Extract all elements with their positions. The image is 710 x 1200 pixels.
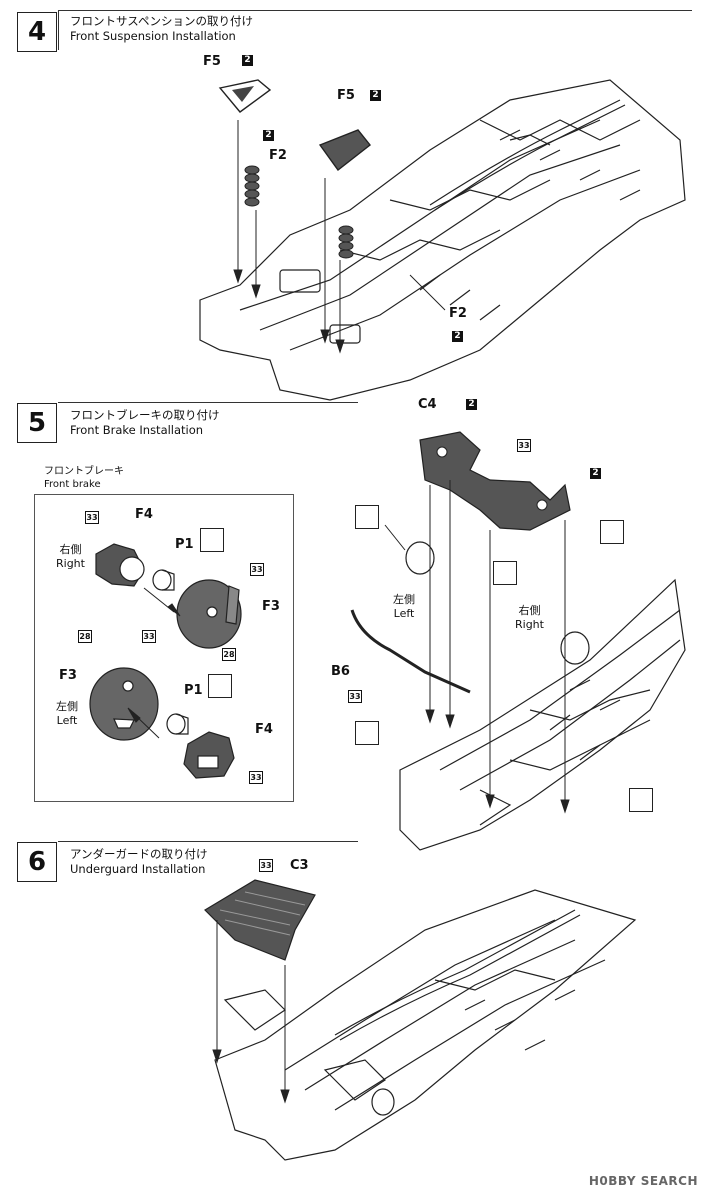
step-5-number: 5 bbox=[17, 403, 57, 443]
inset-title-jp: フロントブレーキ bbox=[44, 466, 124, 477]
step5-c4-tag: 2 bbox=[466, 399, 477, 410]
step4-f2-right-tag: 2 bbox=[452, 331, 463, 342]
step5-c4-label: C4 bbox=[418, 397, 437, 412]
inset-left-jp: 左側 bbox=[56, 700, 78, 713]
step4-f2-left-label: F2 bbox=[269, 148, 287, 163]
step5-paint-icon-1 bbox=[355, 505, 379, 529]
step4-f5-mid-label: F5 bbox=[337, 88, 355, 103]
inset-title: フロントブレーキ Front brake bbox=[44, 465, 124, 491]
step4-f5-top-label: F5 bbox=[203, 54, 221, 69]
step-5-rule bbox=[58, 402, 358, 403]
inset-left-f3-tag28: 28 bbox=[78, 630, 92, 643]
inset-left-p1-label: P1 bbox=[184, 683, 203, 698]
inset-left-f4-tag: 33 bbox=[249, 771, 263, 784]
step-4-title-jp: フロントサスペンションの取り付け bbox=[70, 14, 253, 28]
inset-right-en: Right bbox=[56, 557, 85, 570]
step5-right-jp: 右側 bbox=[518, 604, 541, 617]
step5-paint-icon-4 bbox=[355, 721, 379, 745]
step-5-title-jp: フロントブレーキの取り付け bbox=[70, 408, 220, 422]
step-5-brake-diagram bbox=[350, 431, 686, 851]
step4-f5-top-tag: 2 bbox=[242, 55, 253, 66]
step6-c3-tag: 33 bbox=[259, 859, 273, 872]
step5-left-jp: 左側 bbox=[393, 593, 415, 606]
step6-c3-label: C3 bbox=[290, 858, 309, 873]
inset-right-p1-label: P1 bbox=[175, 537, 194, 552]
inset-right-side-label: 右側 Right bbox=[56, 543, 85, 571]
step5-left-label: 左側 Left bbox=[393, 593, 415, 621]
inset-left-f3-label: F3 bbox=[59, 668, 77, 683]
step5-paint-icon-3 bbox=[493, 561, 517, 585]
front-brake-inset-diagram bbox=[89, 543, 242, 779]
inset-right-f3-tag28: 28 bbox=[222, 648, 236, 661]
step5-paint-icon-5 bbox=[629, 788, 653, 812]
step5-left-en: Left bbox=[393, 607, 415, 620]
inset-right-f3-label: F3 bbox=[262, 599, 280, 614]
step4-f5-mid-tag: 2 bbox=[370, 90, 381, 101]
step-6-number: 6 bbox=[17, 842, 57, 882]
step4-f2-right-label: F2 bbox=[449, 306, 467, 321]
step-4-suspension-diagram bbox=[199, 79, 686, 401]
inset-left-side-label: 左側 Left bbox=[56, 700, 78, 728]
inset-right-jp: 右側 bbox=[59, 543, 82, 556]
footer-watermark: H0BBY SEARCH bbox=[588, 1174, 698, 1188]
step-5-title: フロントブレーキの取り付け Front Brake Installation bbox=[70, 408, 220, 438]
step-4-side-rule bbox=[58, 10, 59, 50]
step5-right-label: 右側 Right bbox=[515, 604, 544, 632]
inset-right-paint-icon bbox=[200, 528, 224, 552]
inset-left-en: Left bbox=[56, 714, 78, 727]
step-6-title: アンダーガードの取り付け Underguard Installation bbox=[70, 847, 208, 877]
step5-b6-tag: 33 bbox=[348, 690, 362, 703]
inset-left-f3-tag33: 33 bbox=[142, 630, 156, 643]
step-6-rule bbox=[58, 841, 358, 842]
step5-b6-label: B6 bbox=[331, 664, 350, 679]
step-6-underguard-diagram bbox=[204, 879, 637, 1161]
step5-arm-tag: 2 bbox=[590, 468, 601, 479]
step-6-title-en: Underguard Installation bbox=[70, 862, 206, 876]
front-brake-inset bbox=[34, 494, 294, 802]
step5-right-en: Right bbox=[515, 618, 544, 631]
step-4-title: フロントサスペンションの取り付け Front Suspension Instal… bbox=[70, 14, 253, 44]
inset-left-f4-label: F4 bbox=[255, 722, 273, 737]
inset-right-f3-tag: 33 bbox=[250, 563, 264, 576]
step-4-number: 4 bbox=[17, 12, 57, 52]
step-6-title-jp: アンダーガードの取り付け bbox=[70, 847, 208, 861]
inset-right-f4-label: F4 bbox=[135, 507, 153, 522]
step-4-title-en: Front Suspension Installation bbox=[70, 29, 236, 43]
step-4-rule bbox=[58, 10, 692, 11]
step-5-title-en: Front Brake Installation bbox=[70, 423, 204, 437]
inset-title-en: Front brake bbox=[44, 479, 101, 490]
inset-left-paint-icon bbox=[208, 674, 232, 698]
inset-right-f4-tag: 33 bbox=[85, 511, 99, 524]
step5-c4-tag33: 33 bbox=[517, 439, 531, 452]
step5-paint-icon-2 bbox=[600, 520, 624, 544]
step4-f2-left-tag: 2 bbox=[263, 130, 274, 141]
